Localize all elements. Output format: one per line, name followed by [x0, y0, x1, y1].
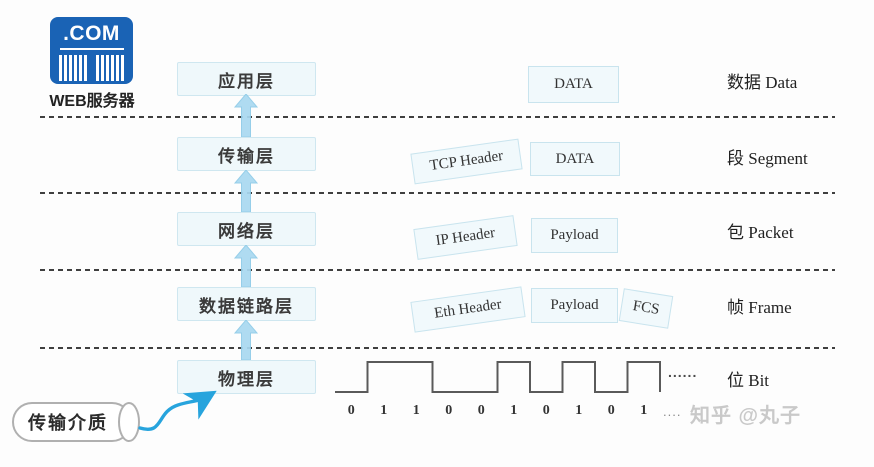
pdu-box-data: DATA	[530, 142, 620, 176]
bit: 0	[477, 403, 485, 418]
waveform-ellipsis: ......	[668, 364, 698, 380]
layer-application: 应用层	[177, 62, 316, 96]
bit: 0	[445, 403, 453, 418]
barcode-icon	[58, 55, 125, 81]
layer-separator-2	[40, 192, 835, 194]
pdu-box-payload: Payload	[531, 288, 618, 323]
medium-arrow-icon	[138, 390, 217, 431]
pdu-box-eth-header: Eth Header	[410, 286, 526, 333]
bit: 0	[347, 403, 355, 418]
layer-datalink: 数据链路层	[177, 287, 316, 321]
pdu-box-fcs: FCS	[618, 288, 674, 329]
pdu-box-payload: Payload	[531, 218, 618, 253]
layer-separator-1	[40, 116, 835, 118]
pdu-name-frame: 帧 Frame	[727, 298, 792, 317]
bit-values: 0 1 1 0 0 1 0 1 0 1	[335, 403, 660, 419]
bit: 0	[607, 403, 615, 418]
transmission-medium-label: 传输介质	[28, 413, 108, 433]
pdu-name-packet: 包 Packet	[727, 223, 794, 242]
pdu-name-data: 数据 Data	[727, 73, 798, 92]
bit: 1	[380, 403, 388, 418]
up-arrow-icon	[233, 94, 259, 137]
web-server-label: WEB服务器	[49, 93, 135, 110]
layer-physical: 物理层	[177, 360, 316, 394]
dotcom-text: .COM	[63, 22, 120, 45]
web-server-icon: .COM	[50, 17, 133, 84]
pdu-name-segment: 段 Segment	[727, 149, 808, 168]
bit: 1	[510, 403, 518, 418]
layer-separator-4	[40, 347, 835, 349]
bit-waveform	[335, 361, 661, 393]
up-arrow-icon	[233, 170, 259, 212]
bits-ellipsis: ....	[663, 404, 682, 419]
watermark: 知乎 @丸子	[690, 405, 802, 427]
bit: 0	[542, 403, 550, 418]
layer-separator-3	[40, 269, 835, 271]
up-arrow-icon	[233, 320, 259, 360]
bit: 1	[575, 403, 583, 418]
bit: 1	[412, 403, 420, 418]
pdu-name-bit: 位 Bit	[727, 371, 770, 390]
pdu-box-data: DATA	[528, 66, 619, 103]
pdu-box-ip-header: IP Header	[413, 215, 518, 260]
icon-divider	[59, 48, 124, 50]
pdu-box-tcp-header: TCP Header	[410, 138, 523, 185]
layer-network: 网络层	[177, 212, 316, 246]
layer-transport: 传输层	[177, 137, 316, 171]
bit: 1	[640, 403, 648, 418]
up-arrow-icon	[233, 245, 259, 287]
transmission-medium-cylinder	[12, 402, 140, 442]
